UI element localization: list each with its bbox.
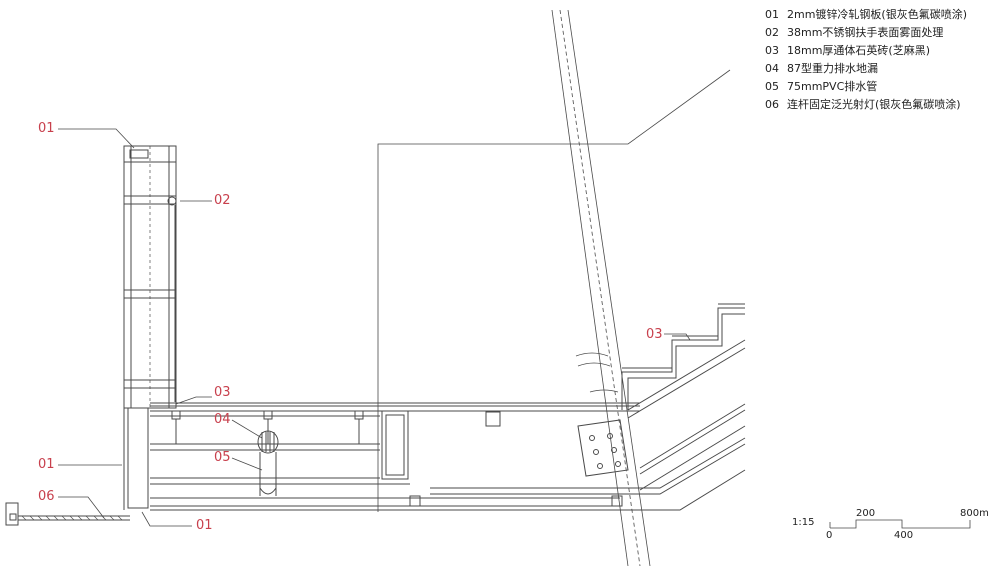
callout-06: 06 — [38, 489, 55, 504]
floor-slab — [150, 402, 640, 511]
parapet-wall — [123, 145, 177, 409]
leader-top — [377, 69, 731, 512]
callout-01-top: 01 — [38, 121, 55, 136]
callout-02: 02 — [214, 193, 231, 208]
callout-leaders — [58, 128, 691, 527]
legend-number: 05 — [765, 80, 779, 93]
legend-number: 01 — [765, 8, 779, 21]
legend-item: 05 75mmPVC排水管 — [765, 78, 967, 96]
base-plate — [577, 419, 629, 477]
legend-text: 87型重力排水地漏 — [787, 62, 878, 75]
legend-text: 2mm镀锌冷轧钢板(银灰色氟碳喷涂) — [787, 8, 968, 21]
legend-item: 04 87型重力排水地漏 — [765, 60, 967, 78]
callout-05: 05 — [214, 450, 231, 465]
callout-03-stair: 03 — [646, 327, 663, 342]
lower-wall — [123, 407, 149, 510]
legend-number: 06 — [765, 98, 779, 111]
legend-text: 75mmPVC排水管 — [787, 80, 878, 93]
legend: 01 2mm镀锌冷轧钢板(银灰色氟碳喷涂) 02 38mm不锈钢扶手表面雾面处理 0… — [765, 6, 967, 114]
legend-text: 38mm不锈钢扶手表面雾面处理 — [787, 26, 944, 39]
legend-number: 04 — [765, 62, 779, 75]
floor-drain — [257, 430, 279, 496]
legend-item: 01 2mm镀锌冷轧钢板(银灰色氟碳喷涂) — [765, 6, 967, 24]
scale-ratio: 1:15 — [792, 517, 815, 528]
scale-bar — [829, 519, 971, 529]
diagonal-column — [551, 9, 651, 566]
flood-light-fixture — [5, 502, 130, 526]
scale-tick: 0 — [826, 530, 833, 541]
callout-03-floor: 03 — [214, 385, 231, 400]
legend-item: 06 连杆固定泛光射灯(银灰色氟碳喷涂) — [765, 96, 967, 114]
callout-04: 04 — [214, 412, 231, 427]
legend-text: 18mm厚通体石英砖(芝麻黑) — [787, 44, 931, 57]
stairs — [430, 303, 746, 511]
legend-item: 03 18mm厚通体石英砖(芝麻黑) — [765, 42, 967, 60]
scale-tick: 400 — [894, 530, 914, 541]
scale-tick: 200 — [856, 508, 876, 519]
legend-number: 03 — [765, 44, 779, 57]
handrail — [167, 196, 177, 402]
callout-01-bottom: 01 — [196, 518, 213, 533]
legend-item: 02 38mm不锈钢扶手表面雾面处理 — [765, 24, 967, 42]
callout-01-mid: 01 — [38, 457, 55, 472]
legend-number: 02 — [765, 26, 779, 39]
scale-tick: 800m — [960, 508, 989, 519]
legend-text: 连杆固定泛光射灯(银灰色氟碳喷涂) — [787, 98, 961, 111]
